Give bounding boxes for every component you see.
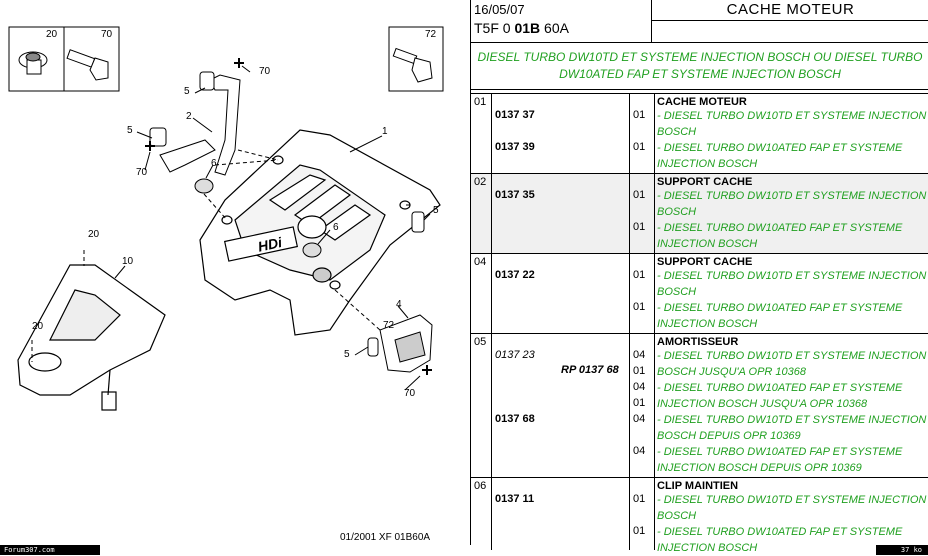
- callout-5-top: 5: [184, 86, 190, 97]
- part-ref: 0137 23: [495, 349, 535, 361]
- part-qty: 01: [633, 525, 646, 537]
- part-desc: - DIESEL TURBO DW10TD ET SYSTEME INJECTI…: [657, 494, 927, 522]
- part-ref: 0137 11: [495, 493, 535, 505]
- lower-cover-10: [17, 264, 166, 411]
- part-qty: 04: [633, 445, 646, 457]
- bolt-70-icon: [66, 49, 109, 81]
- engine-cover-1: [199, 129, 441, 336]
- callout-6-mid: 6: [333, 222, 339, 233]
- callout-10: 10: [122, 256, 134, 267]
- part-qty: 01: [633, 493, 646, 505]
- callout-20-low: 20: [32, 321, 44, 332]
- part-qty: 01: [633, 301, 646, 313]
- assembly-lines: [31, 149, 410, 362]
- engine-description: DIESEL TURBO DW10TD ET SYSTEME INJECTION…: [471, 42, 928, 90]
- sheet-title: CACHE MOTEUR: [726, 1, 855, 18]
- hdi-logo: HDi: [256, 234, 284, 255]
- group-title: SUPPORT CACHE: [657, 256, 753, 268]
- support-bracket-2: [159, 74, 241, 176]
- part-qty: 04: [633, 381, 646, 393]
- group-number: 05: [474, 336, 487, 348]
- callout-72: 72: [425, 29, 437, 40]
- group-title: CLIP MAINTIEN: [657, 480, 739, 492]
- callout-2: 2: [186, 111, 192, 122]
- callout-5-left: 5: [127, 125, 133, 136]
- group-number: 04: [474, 256, 487, 268]
- group-title: SUPPORT CACHE: [657, 176, 753, 188]
- code-suffix: 60A: [540, 20, 569, 36]
- forum-watermark: Forum307.com: [0, 545, 100, 555]
- sheet-code: T5F 0 01B 60A: [474, 20, 569, 36]
- part-desc: - DIESEL TURBO DW10TD ET SYSTEME INJECTI…: [657, 190, 927, 218]
- part-qty: 01: [633, 221, 646, 233]
- group-06: 06 CLIP MAINTIEN 0137 11 01 - DIESEL TUR…: [471, 477, 928, 554]
- part-desc: - DIESEL TURBO DW10ATED FAP ET SYSTEME I…: [657, 446, 903, 474]
- bolt-markers: [145, 58, 432, 375]
- part-desc: - DIESEL TURBO DW10ATED FAP ET SYSTEME I…: [657, 526, 903, 554]
- support-bracket-4: [379, 314, 433, 373]
- diagram-drawing: HDi: [8, 26, 444, 411]
- part-qty: 01: [633, 397, 646, 409]
- callout-70-top: 70: [259, 66, 271, 77]
- group-04: 04 SUPPORT CACHE 0137 22 01 - DIESEL TUR…: [471, 253, 928, 333]
- part-ref: 0137 22: [495, 269, 535, 281]
- part-qty: 01: [633, 269, 646, 281]
- file-size: 37 ko: [876, 545, 928, 555]
- part-desc: - DIESEL TURBO DW10ATED FAP ET SYSTEME I…: [657, 222, 903, 250]
- part-desc: - DIESEL TURBO DW10TD ET SYSTEME INJECTI…: [657, 414, 927, 442]
- part-qty: 04: [633, 413, 646, 425]
- part-ref: 0137 37: [495, 109, 535, 121]
- clip-20-icon: [18, 51, 48, 75]
- code-bold: 01B: [514, 20, 541, 36]
- callout-5-right: 5: [433, 205, 439, 216]
- sheet-date: 16/05/07: [474, 2, 525, 17]
- group-number: 06: [474, 480, 487, 492]
- group-02: 02 SUPPORT CACHE 0137 35 01 - DIESEL TUR…: [471, 173, 928, 253]
- callout-70-left: 70: [136, 167, 148, 178]
- part-qty: 01: [633, 141, 646, 153]
- part-ref: 0137 35: [495, 189, 535, 201]
- part-desc: - DIESEL TURBO DW10TD ET SYSTEME INJECTI…: [657, 350, 927, 378]
- part-desc: - DIESEL TURBO DW10TD ET SYSTEME INJECTI…: [657, 110, 927, 138]
- part-desc: - DIESEL TURBO DW10ATED FAP ET SYSTEME I…: [657, 142, 903, 170]
- sheet-header: 16/05/07 T5F 0 01B 60A CACHE MOTEUR: [471, 0, 928, 43]
- group-number: 01: [474, 96, 487, 108]
- callout-4: 4: [396, 299, 402, 310]
- damper-5-icons: [149, 71, 425, 357]
- callout-5-low: 5: [344, 349, 350, 360]
- group-number: 02: [474, 176, 487, 188]
- part-qty: 01: [633, 189, 646, 201]
- part-ref: 0137 68: [495, 413, 535, 425]
- callout-1: 1: [382, 126, 388, 137]
- bolt-72-icon: [392, 47, 433, 83]
- clip-6-icons: [194, 178, 322, 258]
- replacement-ref: RP 0137 68: [561, 364, 619, 376]
- parts-groups: 01 CACHE MOTEUR 0137 37 01 - DIESEL TURB…: [471, 93, 928, 554]
- part-qty: 01: [633, 109, 646, 121]
- callout-leaders: [114, 65, 431, 391]
- group-title: CACHE MOTEUR: [657, 96, 747, 108]
- callout-20-mid: 20: [88, 229, 100, 240]
- part-desc: - DIESEL TURBO DW10ATED FAP ET SYSTEME I…: [657, 382, 903, 410]
- group-05: 05 AMORTISSEUR 0137 23 RP 0137 68 04 01 …: [471, 333, 928, 477]
- part-desc: - DIESEL TURBO DW10TD ET SYSTEME INJECTI…: [657, 270, 927, 298]
- callout-20: 20: [46, 29, 58, 40]
- group-title: AMORTISSEUR: [657, 336, 739, 348]
- diagram-reference: 01/2001 XF 01B60A: [340, 532, 431, 543]
- part-qty: 01: [633, 365, 646, 377]
- callout-72-low: 72: [383, 320, 395, 331]
- callout-70-low: 70: [404, 388, 416, 399]
- part-desc: - DIESEL TURBO DW10ATED FAP ET SYSTEME I…: [657, 302, 903, 330]
- part-ref: 0137 39: [495, 141, 535, 153]
- callout-6-top: 6: [211, 158, 217, 169]
- callout-70: 70: [101, 29, 113, 40]
- code-prefix: T5F 0: [474, 20, 515, 36]
- group-01: 01 CACHE MOTEUR 0137 37 01 - DIESEL TURB…: [471, 93, 928, 173]
- exploded-parts-diagram: HDi: [8, 26, 444, 543]
- part-qty: 04: [633, 349, 646, 361]
- parts-list: 16/05/07 T5F 0 01B 60A CACHE MOTEUR DIES…: [470, 0, 928, 554]
